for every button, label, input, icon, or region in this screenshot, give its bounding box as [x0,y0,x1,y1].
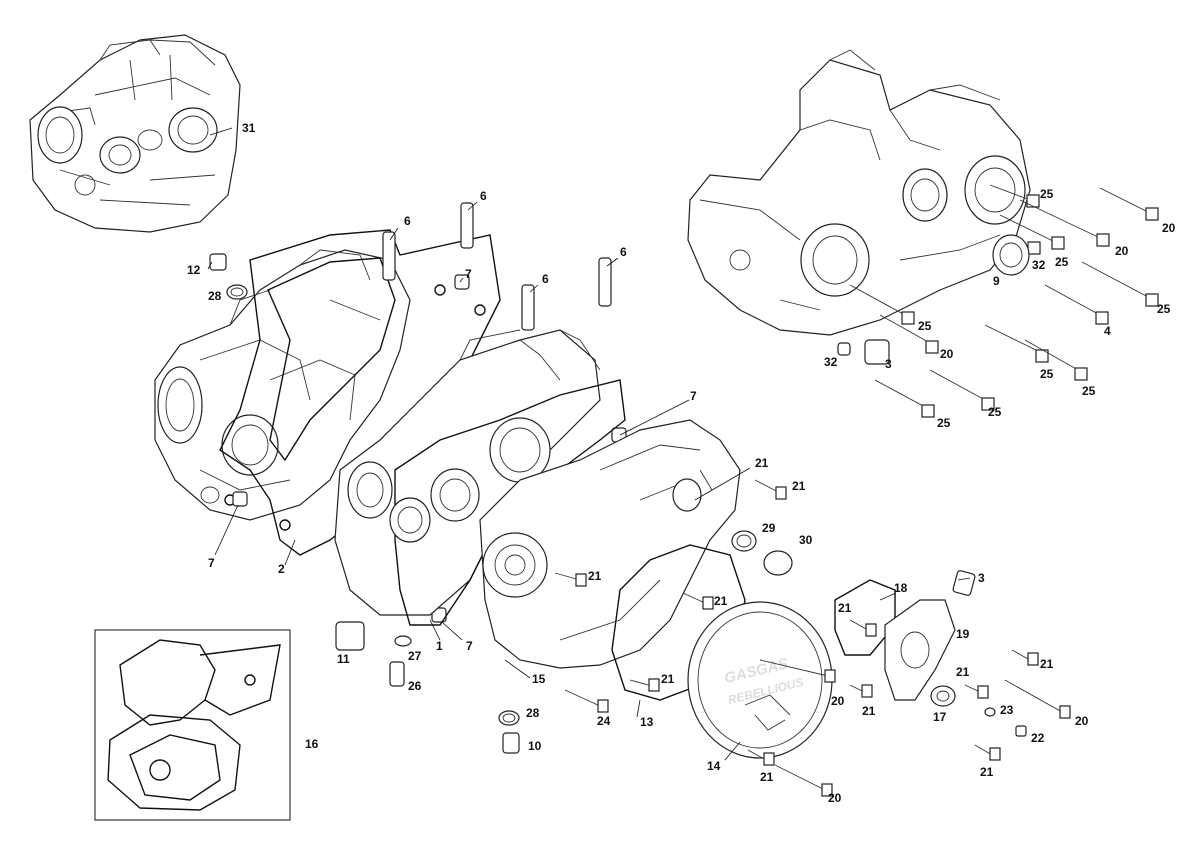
callout-25: 25 [1055,255,1069,269]
callout-24: 24 [597,714,611,728]
callout-25: 25 [1040,187,1054,201]
callout-4: 4 [1104,324,1111,338]
callout-6: 6 [480,189,487,203]
callout-12: 12 [187,263,201,277]
callout-9: 9 [993,274,1000,288]
callout-11: 11 [337,652,350,666]
callout-2: 2 [278,562,285,576]
callout-29: 29 [762,521,776,535]
callout-14: 14 [707,759,721,773]
crankcase-right-half-1 [334,329,626,626]
gasket-18 [834,579,896,656]
callout-32: 32 [1032,258,1046,272]
callout-21: 21 [792,479,806,493]
callout-3: 3 [978,571,985,585]
pump-cover-19 [884,599,956,701]
callout-21: 21 [714,594,728,608]
callout-20: 20 [1075,714,1089,728]
callout-30: 30 [799,533,813,547]
callout-7: 7 [690,389,697,403]
crankcase-assembled-31 [29,34,241,233]
gasket-kit-16 [94,629,291,821]
crankcase-right-half-top [687,49,1031,336]
callout-23: 23 [1000,703,1014,717]
callout-25: 25 [1040,367,1054,381]
crankcase-left-half [154,249,411,521]
callout-17: 17 [933,710,947,724]
callout-25: 25 [1082,384,1096,398]
callout-25: 25 [937,416,951,430]
leader-lines [207,127,971,761]
callout-21: 21 [760,770,774,784]
callout-15: 15 [532,672,546,686]
callout-6: 6 [404,214,411,228]
callout-22: 22 [1031,731,1045,745]
ignition-cover-15 [479,419,741,669]
callout-6: 6 [620,245,627,259]
callout-25: 25 [988,405,1002,419]
callout-25: 25 [918,319,932,333]
bolts-top-right [837,184,1159,418]
callout-28: 28 [526,706,540,720]
dowel-sleeves-7 [232,274,627,623]
callout-26: 26 [408,679,422,693]
callout-21: 21 [1040,657,1054,671]
callout-7: 7 [466,639,473,653]
callout-21: 21 [980,765,994,779]
callout-21: 21 [588,569,602,583]
callout-21: 21 [755,456,769,470]
callout-20: 20 [831,694,845,708]
callout-20: 20 [940,347,954,361]
callout-16: 16 [305,737,319,751]
callout-19: 19 [956,627,970,641]
callout-32: 32 [824,355,838,369]
callout-21: 21 [838,601,852,615]
callout-31: 31 [242,121,256,135]
callout-7: 7 [465,267,472,281]
callout-labels: 31 12 28 6 6 6 6 7 7 7 7 2 1 11 27 26 15… [187,121,1176,805]
dowel-pins-6 [382,202,612,331]
callout-25: 25 [1157,302,1171,316]
callout-10: 10 [528,739,542,753]
small-parts [209,253,1027,754]
callout-21: 21 [661,672,675,686]
callout-20: 20 [1162,221,1176,235]
callout-3: 3 [885,357,892,371]
callout-18: 18 [894,581,908,595]
callout-27: 27 [408,649,422,663]
callout-7: 7 [208,556,215,570]
callout-1: 1 [436,639,443,653]
callout-21: 21 [956,665,970,679]
callout-20: 20 [828,791,842,805]
callout-20: 20 [1115,244,1129,258]
clutch-cover-14: GASGAS REBELLIOUS [687,601,833,759]
callout-6: 6 [542,272,549,286]
callout-21: 21 [862,704,876,718]
callout-13: 13 [640,715,654,729]
screws [554,479,1071,797]
callout-28: 28 [208,289,222,303]
